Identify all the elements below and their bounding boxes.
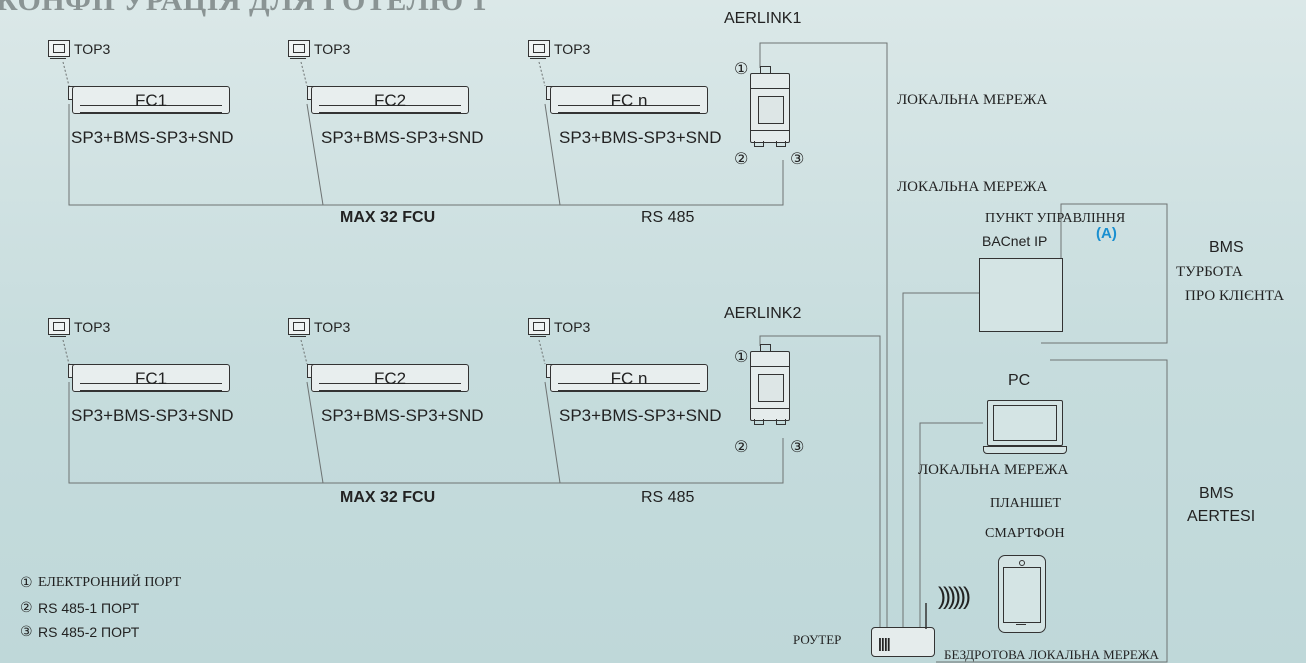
bms-customer-line3: ПРО КЛІЄНТА <box>1185 288 1285 304</box>
legend-marker: ① <box>20 574 33 590</box>
unit-label: FC2 <box>373 91 407 110</box>
pc-label: PC <box>1008 372 1031 389</box>
legend-text: RS 485-1 ПОРТ <box>38 600 140 616</box>
control-point-title: ПУНКТ УПРАВЛІННЯ <box>985 211 1126 226</box>
bms-customer-line1: BMS <box>1209 239 1244 256</box>
fan-coil-unit: FC1 <box>68 364 230 394</box>
router-antenna-icon <box>925 603 927 629</box>
thermostat-label: TOP3 <box>554 41 591 57</box>
thermostat-label: TOP3 <box>314 41 351 57</box>
port-marker-1: ① <box>734 349 749 366</box>
unit-label: FC1 <box>134 369 168 388</box>
port-marker-3: ③ <box>790 151 805 168</box>
thermostat-label: TOP3 <box>74 41 111 57</box>
gateway-label: AERLINK1 <box>724 10 802 27</box>
thermostat-label: TOP3 <box>74 319 111 335</box>
unit-config: SP3+BMS-SP3+SND <box>559 128 722 147</box>
legend-marker: ② <box>20 599 33 615</box>
unit-label: FC1 <box>134 91 168 110</box>
lan-label: ЛОКАЛЬНА МЕРЕЖА <box>897 92 1048 108</box>
legend-marker: ③ <box>20 623 33 639</box>
bms-aertesi-line2: AERTESI <box>1187 508 1256 525</box>
thermostat-icon <box>528 318 550 337</box>
thermostat-icon <box>288 318 310 337</box>
thermostat-icon <box>528 40 550 59</box>
aerlink-gateway-icon <box>750 66 790 147</box>
port-marker-3: ③ <box>790 439 805 456</box>
fan-coil-unit: FC2 <box>307 364 469 394</box>
bms-aertesi-line1: BMS <box>1199 485 1234 502</box>
wireless-lan-label: БЕЗДРОТОВА ЛОКАЛЬНА МЕРЕЖА <box>944 647 1159 662</box>
fan-coil-unit: FC n <box>546 86 708 116</box>
unit-config: SP3+BMS-SP3+SND <box>71 128 234 147</box>
thermostat-label: TOP3 <box>554 319 591 335</box>
port-marker-2: ② <box>734 439 749 456</box>
legend-text: RS 485-2 ПОРТ <box>38 624 140 640</box>
rs485-label: RS 485 <box>641 209 695 226</box>
unit-label: FC n <box>610 91 648 110</box>
aerlink-gateway-icon <box>750 344 790 425</box>
fan-coil-unit: FC n <box>546 364 708 394</box>
unit-label: FC2 <box>373 369 407 388</box>
port-marker-2: ② <box>734 151 749 168</box>
laptop-icon <box>983 400 1067 456</box>
thermostat-icon <box>288 40 310 59</box>
rs485-label: RS 485 <box>641 489 695 506</box>
port-marker-1: ① <box>734 61 749 78</box>
lan-label: ЛОКАЛЬНА МЕРЕЖА <box>897 179 1048 195</box>
router-label: РОУТЕР <box>793 632 842 647</box>
unit-config: SP3+BMS-SP3+SND <box>71 406 234 425</box>
smartphone-icon <box>998 555 1046 633</box>
thermostat-icon <box>48 318 70 337</box>
page-title: КОНФІГУРАЦІЯ ДЛЯ ГОТЕЛЮ 1 <box>0 0 488 17</box>
thermostat-icon <box>48 40 70 59</box>
tablet-label: ПЛАНШЕТ <box>990 496 1062 511</box>
router-icon: |||| <box>871 627 935 657</box>
legend-text: ЕЛЕКТРОННИЙ ПОРТ <box>38 575 182 590</box>
unit-config: SP3+BMS-SP3+SND <box>321 406 484 425</box>
control-point-subtitle: BACnet IP <box>982 233 1048 249</box>
fan-coil-unit: FC1 <box>68 86 230 116</box>
smartphone-label: СМАРТФОН <box>985 526 1065 541</box>
unit-config: SP3+BMS-SP3+SND <box>559 406 722 425</box>
unit-config: SP3+BMS-SP3+SND <box>321 128 484 147</box>
fan-coil-unit: FC2 <box>307 86 469 116</box>
gateway-label: AERLINK2 <box>724 305 802 322</box>
control-point-marker: (A) <box>1096 225 1117 242</box>
max-fcu-label: MAX 32 FCU <box>340 209 436 226</box>
wifi-signal-icon: )))))) <box>938 583 971 610</box>
control-point-panel-icon <box>979 258 1063 332</box>
lan-label: ЛОКАЛЬНА МЕРЕЖА <box>918 462 1069 478</box>
bms-customer-line2: ТУРБОТА <box>1176 264 1243 280</box>
unit-label: FC n <box>610 369 648 388</box>
thermostat-label: TOP3 <box>314 319 351 335</box>
max-fcu-label: MAX 32 FCU <box>340 489 436 506</box>
